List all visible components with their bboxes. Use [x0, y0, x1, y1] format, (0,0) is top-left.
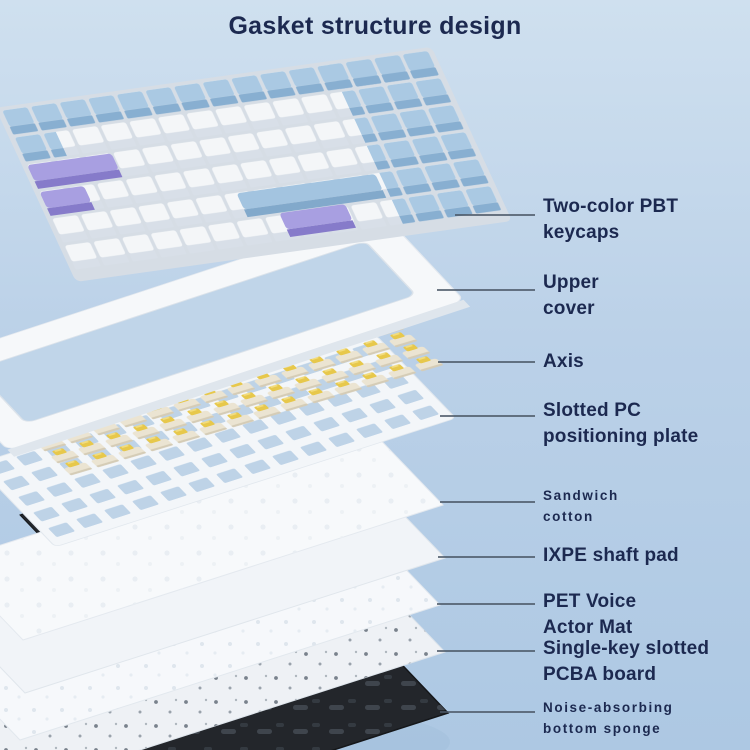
callout-label: IXPE shaft pad — [543, 545, 679, 566]
callout-pointer-line — [438, 556, 535, 558]
callout-label: PET Voice Actor Mat — [543, 591, 637, 638]
callout-pointer-line — [437, 603, 535, 605]
layer-keycaps — [0, 47, 511, 282]
page-title: Gasket structure design — [228, 12, 522, 40]
keycaps-purple-accents — [28, 153, 357, 238]
callout-pointer-line — [455, 214, 535, 216]
callout-label: Single-key slotted PCBA board — [543, 638, 710, 685]
callout-label: Slotted PC positioning plate — [543, 400, 699, 447]
callout-label: Two-color PBT keycaps — [543, 196, 679, 243]
callout-label: Noise-absorbing bottom sponge — [543, 700, 674, 736]
keycap-block-blue — [328, 50, 505, 226]
callout-pointer-line — [438, 361, 535, 363]
layer-upper-cover — [0, 214, 471, 457]
callout-pointer-line — [440, 711, 535, 713]
callout-pointer-line — [437, 289, 535, 291]
keycap-row-blue — [0, 50, 442, 137]
callout-pointer-line — [440, 415, 535, 417]
callout-pointer-line — [440, 501, 535, 503]
callout-label: Sandwich cotton — [543, 488, 619, 524]
callout-label: Axis — [543, 351, 584, 372]
callout-label: Upper cover — [543, 272, 599, 319]
callout-pointer-line — [437, 650, 535, 652]
